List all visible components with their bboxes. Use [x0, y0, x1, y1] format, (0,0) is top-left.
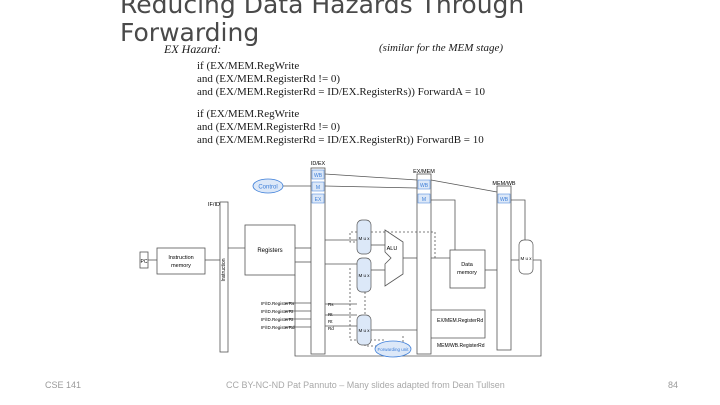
- instruction-memory: [156, 247, 206, 275]
- forwarding-unit: [374, 340, 412, 358]
- condition-line: if (EX/MEM.RegWrite: [197, 60, 300, 72]
- rt-label: Rt: [328, 319, 333, 324]
- ifid-rd-label: IF/ID.RegisterRd: [261, 325, 295, 330]
- footer-course: CSE 141: [45, 380, 82, 390]
- rs-label: Rs: [328, 302, 334, 307]
- instruction-memory-sublabel: memory: [171, 263, 191, 269]
- ex-mem-register: [416, 173, 432, 355]
- alu-label: ALU: [387, 246, 398, 252]
- condition-line: and (EX/MEM.RegisterRd = ID/EX.RegisterR…: [197, 134, 484, 146]
- data-memory: [449, 249, 486, 289]
- mux-label: M u x: [358, 236, 370, 241]
- reg-dst-mux: [356, 314, 372, 346]
- instruction-vertical-label: Instruction: [221, 258, 227, 281]
- id-ex-wb-label: WB: [314, 173, 323, 179]
- id-ex-ex-label: EX: [315, 197, 322, 203]
- register-file: [244, 224, 296, 276]
- ifid-rt-label: IF/ID.RegisterRt: [261, 317, 294, 322]
- hazard-label: EX Hazard:: [164, 42, 222, 56]
- ex-mem-label: EX/MEM: [413, 169, 435, 175]
- ex-mem-wb-label: WB: [420, 183, 429, 189]
- mem-wb-label: MEM/WB: [492, 181, 516, 187]
- id-ex-m-label: M: [316, 185, 320, 191]
- pc-register: [139, 251, 149, 269]
- rt-label: Rt: [328, 312, 333, 317]
- id-ex-register: [310, 167, 326, 355]
- condition-line: and (EX/MEM.RegisterRd != 0): [197, 73, 341, 85]
- pc-label: PC: [141, 259, 148, 265]
- control-label: Control: [258, 185, 277, 191]
- mux-label: M u x: [358, 273, 370, 278]
- exmem-rd-label: EX/MEM.RegisterRd: [437, 318, 483, 324]
- condition-line: and (EX/MEM.RegisterRd = ID/EX.RegisterR…: [197, 86, 485, 98]
- control-unit: [252, 178, 284, 194]
- footer-page-number: 84: [668, 380, 679, 390]
- data-memory-label: Data: [461, 262, 474, 268]
- forward-b-condition: if (EX/MEM.RegWrite and (EX/MEM.Register…: [197, 108, 484, 147]
- forwarding-datapath-diagram: Control ID/EX WB M EX EX/MEM WB M MEM/WB…: [139, 161, 542, 358]
- forward-a-condition: if (EX/MEM.RegWrite and (EX/MEM.Register…: [197, 60, 485, 99]
- id-ex-label: ID/EX: [311, 161, 326, 167]
- ex-mem-m-label: M: [422, 197, 426, 203]
- wb-mux: [518, 239, 534, 275]
- mux-label: M u x: [520, 256, 532, 261]
- registers-label: Registers: [257, 248, 282, 254]
- condition-line: and (EX/MEM.RegisterRd != 0): [197, 121, 341, 133]
- condition-line: if (EX/MEM.RegWrite: [197, 108, 300, 120]
- ifid-rs-label: IF/ID.RegisterRs: [261, 301, 295, 306]
- ifid-rt-label: IF/ID.RegisterRt: [261, 309, 294, 314]
- instruction-memory-label: Instruction: [168, 255, 193, 261]
- if-id-register: [219, 201, 229, 353]
- mem-wb-register: [496, 185, 512, 351]
- slide-title: Reducing Data Hazards Through Forwarding: [120, 0, 525, 47]
- mem-wb-wb-label: WB: [500, 197, 509, 203]
- rd-label: Rd: [328, 326, 334, 331]
- memwb-rd-label: MEM/WB.RegisterRd: [437, 343, 485, 349]
- footer-credit: CC BY-NC-ND Pat Pannuto – Many slides ad…: [226, 380, 505, 390]
- forwarding-unit-label: Forwarding unit: [377, 347, 409, 352]
- forward-a-mux: [356, 219, 372, 255]
- mux-label: M u x: [358, 328, 370, 333]
- forward-b-mux: [356, 257, 372, 293]
- similar-note: (similar for the MEM stage): [379, 42, 504, 54]
- alu: [384, 229, 404, 287]
- data-memory-sublabel: memory: [457, 270, 477, 276]
- if-id-label: IF/ID: [208, 202, 220, 208]
